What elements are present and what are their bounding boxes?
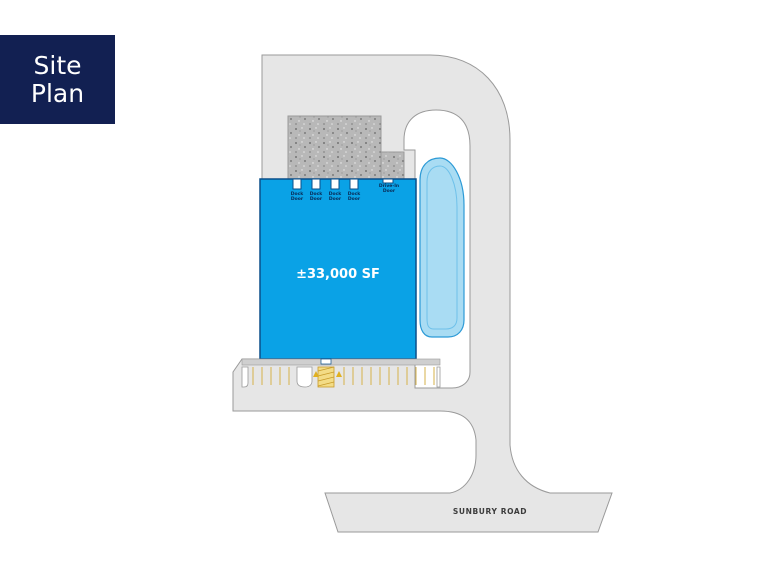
dock-door-notch-4 <box>349 178 359 190</box>
parking-island-left <box>241 366 249 388</box>
dock-door-notches <box>292 178 394 190</box>
accessible-symbol-icon-2 <box>336 371 342 377</box>
parking-island-middle <box>296 366 313 388</box>
drive-in-door-notch <box>382 178 394 184</box>
accessible-symbol-icon <box>313 371 319 377</box>
page-title: Site Plan <box>0 35 115 124</box>
retention-pond-inner <box>426 165 458 330</box>
building-area-label: ±33,000 SF <box>296 267 380 282</box>
dock-door-notch-2 <box>311 178 321 190</box>
gravel-truck-court <box>287 115 382 180</box>
building-footprint <box>259 178 417 360</box>
title-line-1: Site <box>33 50 82 80</box>
retention-pond <box>419 157 465 338</box>
accessible-parking <box>313 358 342 388</box>
dock-door-notch-3 <box>330 178 340 190</box>
gravel-drive-in-pad <box>380 151 405 180</box>
parking-stalls <box>252 367 435 385</box>
parking-island-right <box>436 366 441 388</box>
sidewalk <box>241 358 441 366</box>
title-line-2: Plan <box>30 78 85 108</box>
road-name-label: SUNBURY ROAD <box>453 507 527 516</box>
dock-door-notch-1 <box>292 178 302 190</box>
